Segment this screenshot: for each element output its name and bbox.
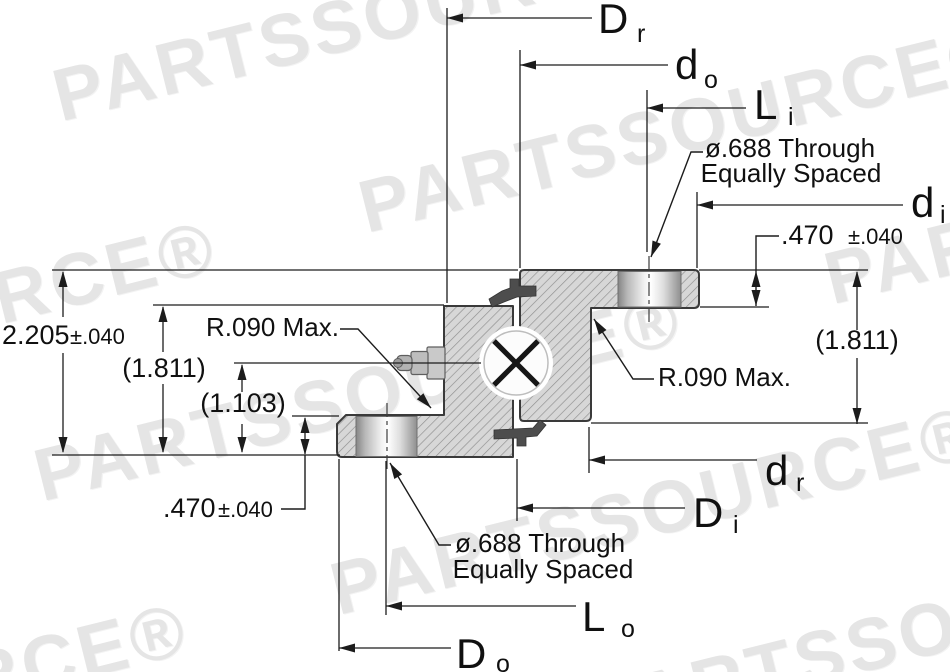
dim-label-dr: d <box>765 447 788 494</box>
outer-flange-tolerance: ±.040 <box>218 497 273 522</box>
dim-outer-flange-thickness: .470 ±.040 <box>163 415 339 523</box>
dim-inner-diameter-di: d i <box>696 179 946 268</box>
dim-outer-bolt-circle-Lo: L o <box>385 461 635 643</box>
inner-flange-tolerance: ±.040 <box>848 224 903 249</box>
dim-label-di-sub: i <box>940 201 946 229</box>
dim-label-Li: L <box>754 81 777 128</box>
inner-flange-value: .470 <box>781 220 834 250</box>
dim-label-Lo-sub: o <box>621 615 635 643</box>
dim-label-Lo: L <box>582 593 605 640</box>
note-bolt-hole-bottom: ø.688 Through Equally Spaced <box>389 462 634 584</box>
dim-label-do-sub: o <box>704 66 718 94</box>
ball-cross-mark <box>492 339 540 387</box>
dim-inner-section-height-left: (1.811) <box>122 304 444 453</box>
hole-note-bottom-line1: ø.688 Through <box>455 528 625 558</box>
dim-label-do: d <box>675 41 698 88</box>
dim-ball-center-height: (1.103) <box>200 362 481 453</box>
dim-label-dr-sub: r <box>796 469 804 497</box>
top-seal <box>488 278 537 308</box>
dim-outer-ring-id-Di: D i <box>516 459 739 539</box>
overall-height-value: 2.205 <box>2 320 70 350</box>
bolt-hole-top <box>617 256 682 323</box>
radius-note-right: R.090 Max. <box>658 362 791 392</box>
dim-inner-bolt-circle-Li: L i <box>646 81 794 252</box>
outer-flange-value: .470 <box>163 493 216 523</box>
dim-label-Do-sub: o <box>496 650 510 672</box>
hole-note-top-line2: Equally Spaced <box>701 158 882 188</box>
radius-note-left: R.090 Max. <box>206 312 339 342</box>
bottom-seal <box>493 419 547 447</box>
dim-outer-section-height-right: (1.811) <box>591 269 899 424</box>
dim-inner-flange-thickness: .470 ±.040 <box>700 220 903 308</box>
hole-note-bottom-line2: Equally Spaced <box>453 554 634 584</box>
inner-ring <box>519 269 700 422</box>
dim-overall-height: 2.205 ±.040 <box>2 269 518 456</box>
dim-label-Dr: D <box>598 0 628 42</box>
inner-ring-section <box>519 269 700 422</box>
dim-label-di: d <box>911 179 934 226</box>
dim-outer-diameter-Do: D o <box>338 459 510 672</box>
ball-assembly <box>479 326 553 400</box>
note-radius-left: R.090 Max. <box>206 312 432 409</box>
inner-section-height-label: (1.811) <box>122 353 206 383</box>
dim-label-Dr-sub: r <box>637 20 645 48</box>
dim-label-Li-sub: i <box>788 103 794 131</box>
dim-label-Do: D <box>456 630 486 672</box>
dim-label-Di-sub: i <box>733 511 739 539</box>
dim-race-diameter-Dr: D r <box>446 0 645 303</box>
outer-section-height-label: (1.811) <box>815 325 899 355</box>
dim-race-inner-dr: d r <box>588 427 804 497</box>
dim-inner-ring-od-do: d o <box>519 41 718 268</box>
overall-height-tolerance: ±.040 <box>70 324 125 349</box>
note-bolt-hole-top: ø.688 Through Equally Spaced <box>650 133 882 258</box>
dim-label-Di: D <box>693 489 723 536</box>
bolt-hole-bottom <box>355 403 418 469</box>
ball-center-height-label: (1.103) <box>200 388 286 418</box>
hole-note-top-line1: ø.688 Through <box>705 133 875 163</box>
note-radius-right: R.090 Max. <box>593 318 791 392</box>
